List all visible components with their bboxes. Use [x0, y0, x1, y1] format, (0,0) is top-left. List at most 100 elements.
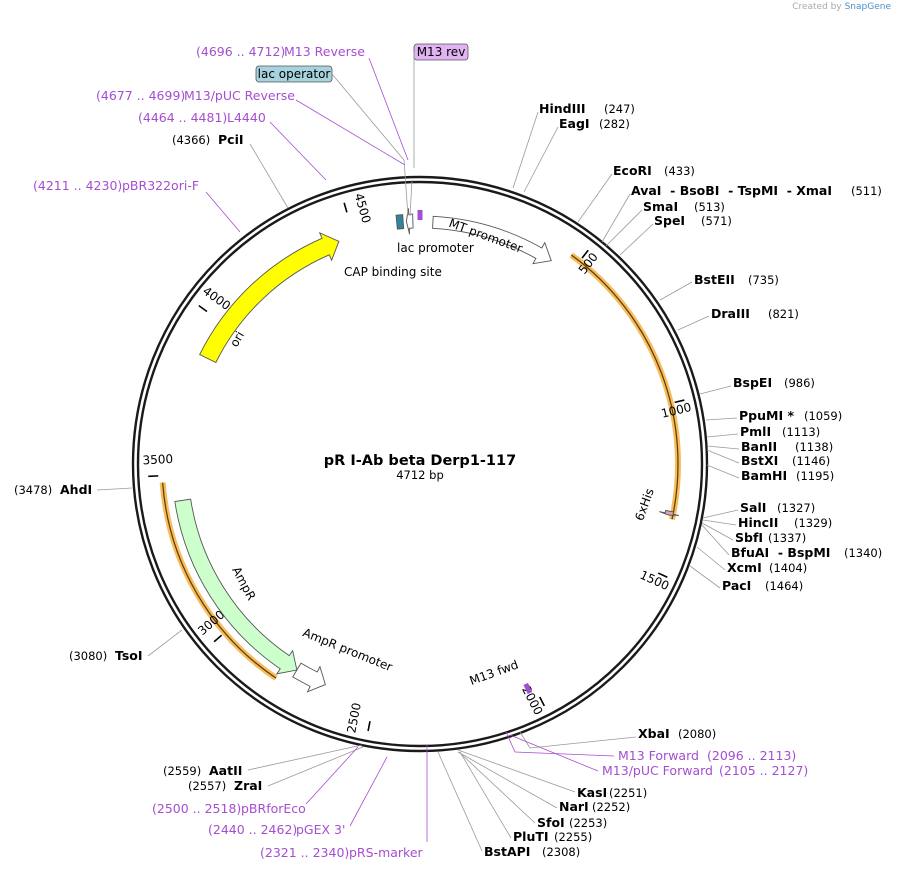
- enzyme-pos: (282): [599, 117, 630, 131]
- primer-prs-marker: (2321 .. 2340) pRS-marker: [260, 745, 428, 860]
- lac-operator-leader: [331, 73, 405, 161]
- enzyme-name: BfuAI - BspMI: [731, 545, 830, 560]
- m13-rev-box-label: M13 rev: [417, 45, 466, 59]
- enzyme-pluti: PluTI (2255): [459, 751, 592, 844]
- enzyme-ahdi: (3478) AhdI: [14, 482, 133, 497]
- primer-name: M13/pUC Reverse: [184, 88, 295, 103]
- enzyme-draiii: DraIII (821): [677, 306, 799, 331]
- feature-label-lac-promoter: lac promoter: [397, 241, 474, 255]
- enzyme-aatii: (2559) AatII: [163, 744, 363, 778]
- enzyme-name: PpuMI *: [739, 408, 794, 423]
- primer-range: (4696 .. 4712): [196, 44, 285, 59]
- enzyme-pos: (1329): [794, 516, 832, 530]
- enzyme-name: XbaI: [638, 726, 670, 741]
- enzyme-xbai: XbaI (2080): [519, 726, 716, 749]
- primer-name: pBRforEco: [241, 801, 306, 816]
- enzyme-pos: (3478): [14, 483, 52, 497]
- enzyme-pos: (1138): [795, 440, 833, 454]
- tick-label: 4500: [352, 192, 374, 225]
- enzyme-banii: BanII (1138): [706, 439, 833, 454]
- credit-brand: SnapGene: [844, 2, 891, 12]
- enzyme-pos: (1327): [777, 501, 815, 515]
- feature-ampr-promoter: [292, 662, 326, 693]
- enzyme-name: SbfI: [735, 530, 763, 545]
- enzyme-sfoi: SfoI (2253): [458, 751, 607, 830]
- enzyme-name: BspEI: [733, 375, 772, 390]
- feature-label-6xhis: 6xHis: [632, 486, 657, 522]
- enzyme-name: BstXI: [741, 453, 778, 468]
- primer-name: pRS-marker: [349, 845, 424, 860]
- enzyme-bamhi: BamHI (1195): [706, 464, 834, 483]
- tick-label: 1000: [660, 400, 693, 421]
- primer-mark-label-m13-fwd: M13 fwd: [468, 657, 521, 688]
- snapgene-credit: Created by SnapGene: [792, 2, 891, 12]
- enzyme-pos: (1404): [769, 561, 807, 575]
- enzyme-pos: (1195): [796, 469, 834, 483]
- enzyme-pos: (1146): [792, 454, 830, 468]
- lac-operator-leader-2: [403, 159, 409, 217]
- primer-name: M13/pUC Forward: [602, 763, 713, 778]
- credit-prefix: Created by: [792, 2, 842, 12]
- enzyme-name: EagI: [559, 116, 590, 131]
- primer-range: (4211 .. 4230): [33, 178, 122, 193]
- enzyme-pos: (2559): [163, 764, 201, 778]
- tick-label: 2500: [344, 701, 364, 734]
- enzyme-name: NarI: [559, 799, 589, 814]
- enzyme-name: BamHI: [741, 468, 787, 483]
- backbone-inner: [136, 180, 704, 748]
- tick-mark: [367, 721, 371, 732]
- primer-range: (4677 .. 4699): [96, 88, 185, 103]
- enzyme-pos: (1113): [782, 425, 820, 439]
- enzyme-paci: PacI (1464): [689, 565, 803, 593]
- enzyme-name: SpeI: [654, 213, 685, 228]
- primer-mark: [523, 682, 533, 695]
- tick-label: 1500: [638, 568, 672, 593]
- enzyme-eagi: EagI (282): [523, 116, 630, 193]
- primer-range: (2321 .. 2340): [260, 845, 349, 860]
- tick-mark: [343, 202, 348, 213]
- primer-range: (2500 .. 2518): [152, 801, 241, 816]
- feature-cap-binding-site: [395, 214, 405, 230]
- enzyme-pos: (513): [694, 200, 725, 214]
- tick-mark: [581, 249, 589, 259]
- primer-range: (2105 .. 2127): [719, 763, 808, 778]
- tick-label: 4000: [200, 284, 233, 313]
- enzyme-ecori: EcoRI (433): [577, 163, 695, 223]
- enzyme-name: TsoI: [115, 648, 143, 663]
- enzyme-pos: (2080): [678, 727, 716, 741]
- plasmid-length: 4712 bp: [396, 468, 444, 482]
- enzyme-name: BanII: [741, 439, 777, 454]
- tick-label: 3500: [142, 452, 173, 467]
- lac-operator-box: lac operator: [255, 65, 333, 83]
- feature-ori: [199, 231, 340, 364]
- enzyme-pos: (986): [784, 376, 815, 390]
- primer-range: (2096 .. 2113): [707, 748, 796, 763]
- enzyme-name: ZraI: [234, 778, 262, 793]
- enzyme-pos: (2255): [554, 830, 592, 844]
- tick-mark: [657, 572, 668, 578]
- primer-m13-puc-reverse: (4677 .. 4699) M13/pUC Reverse: [96, 88, 406, 166]
- enzyme-sbfi: SbfI (1337): [701, 522, 806, 545]
- primer-l4440: (4464 .. 4481) L4440: [138, 110, 327, 181]
- enzyme-name: KasI: [577, 785, 607, 800]
- enzyme-bstapi: BstAPI (2308): [437, 751, 580, 859]
- primer-m13-puc-forward: M13/pUC Forward (2105 .. 2127): [509, 734, 808, 778]
- enzyme-name: PmlI: [740, 424, 771, 439]
- m13-rev-leader-2: [409, 179, 413, 217]
- enzyme-name: HincII: [738, 515, 778, 530]
- enzyme-name: HindIII: [539, 101, 586, 116]
- feature-6xhis: [659, 509, 680, 516]
- enzyme-sali: SalI (1327): [702, 500, 815, 519]
- enzyme-pos: (3080): [69, 649, 107, 663]
- enzyme-name: PciI: [218, 132, 244, 147]
- enzyme-hincii: HincII (1329): [702, 515, 832, 530]
- enzyme-name: AatII: [209, 763, 242, 778]
- enzyme-pos: (821): [768, 307, 799, 321]
- enzyme-pos: (1340): [844, 546, 882, 560]
- enzyme-bspei: BspEI (986): [699, 375, 815, 395]
- primer-name: M13 Reverse: [284, 44, 365, 59]
- enzyme-xcmi: XcmI (1404): [696, 546, 807, 575]
- enzyme-smai: SmaI (513): [605, 199, 725, 247]
- enzyme-name: PacI: [722, 578, 751, 593]
- feature-mt-promoter: [432, 215, 552, 265]
